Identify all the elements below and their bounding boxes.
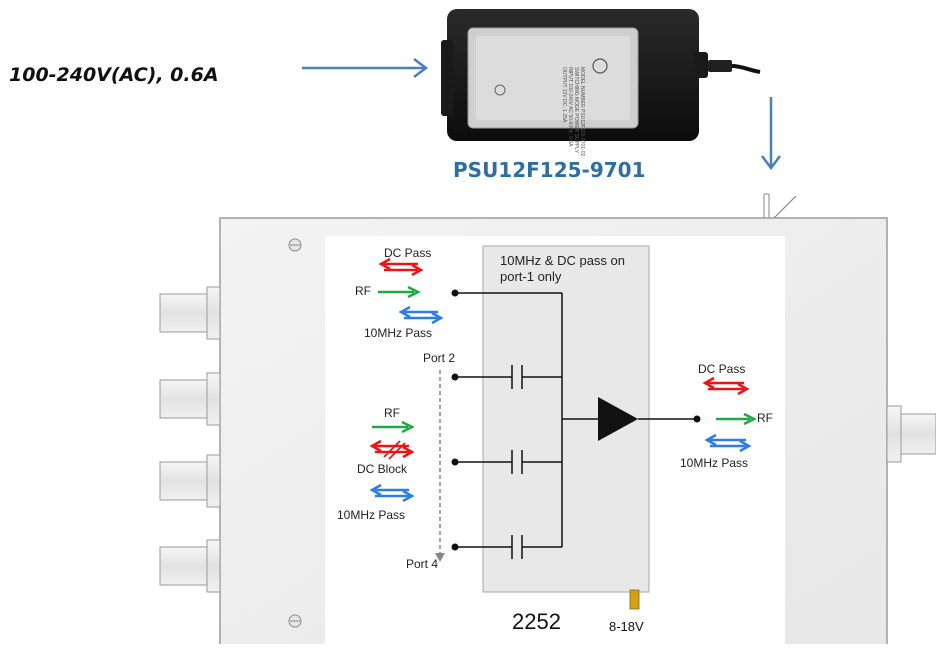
output-node	[693, 415, 701, 423]
psu-label-text: MODEL NUMBER PSU12F125-9701-02 SWITCHING…	[561, 67, 585, 157]
port4-node	[451, 543, 459, 551]
output-10mhz-pass-label: 10MHz Pass	[680, 456, 749, 470]
screw-icon	[288, 238, 302, 628]
output-rf-label: RF	[757, 411, 773, 425]
capacitor-icon	[455, 535, 562, 559]
ports-rf-arrow	[372, 420, 415, 434]
port2-node	[451, 373, 459, 381]
block-note: 10MHz & DC pass on port-1 only	[500, 253, 625, 284]
port1-10mhz-pass-arrows	[398, 305, 444, 325]
capacitor-icon	[455, 365, 562, 389]
output-rf-arrow	[716, 412, 757, 426]
ports-dc-block-arrows	[369, 439, 415, 460]
port1-dc-pass-label: DC Pass	[384, 246, 432, 260]
ports-rf-label: RF	[384, 406, 400, 420]
ports-dc-block-label: DC Block	[357, 462, 408, 476]
ports-10mhz-pass-arrows	[369, 483, 415, 503]
output-10mhz-pass-arrows	[704, 433, 752, 453]
amplifier-triangle-icon	[598, 397, 638, 441]
capacitor-icon	[455, 450, 562, 474]
ports-10mhz-pass-label: 10MHz Pass	[337, 508, 406, 522]
output-bnc-connector-icon	[886, 405, 936, 463]
port1-node	[451, 289, 459, 297]
module-model-label: 2252	[512, 609, 561, 634]
power-input-indicator-icon	[629, 589, 640, 610]
module-voltage-label: 8-18V	[609, 619, 644, 634]
power-supply-icon	[441, 9, 761, 141]
port1-rf-arrow	[378, 285, 421, 299]
port4-label: Port 4	[406, 557, 439, 571]
psu-model-label: PSU12F125-9701	[453, 158, 646, 182]
port1-dc-pass-arrows	[378, 257, 424, 277]
output-dc-pass-label: DC Pass	[698, 362, 746, 376]
input-arrow-icon	[302, 58, 429, 78]
port1-rf-label: RF	[355, 284, 371, 298]
power-feed-arrow-icon	[761, 97, 781, 171]
port1-trace	[455, 292, 563, 547]
input-rating-label: 100-240V(AC), 0.6A	[9, 64, 219, 86]
port2-label: Port 2	[423, 351, 456, 365]
port1-10mhz-pass-label: 10MHz Pass	[364, 326, 433, 340]
bnc-connector-icon	[159, 286, 221, 593]
port3-node	[451, 458, 459, 466]
output-dc-pass-arrows	[702, 376, 750, 396]
dc-input-connector-icon	[763, 193, 797, 219]
port-range-arrow-icon	[435, 370, 445, 562]
